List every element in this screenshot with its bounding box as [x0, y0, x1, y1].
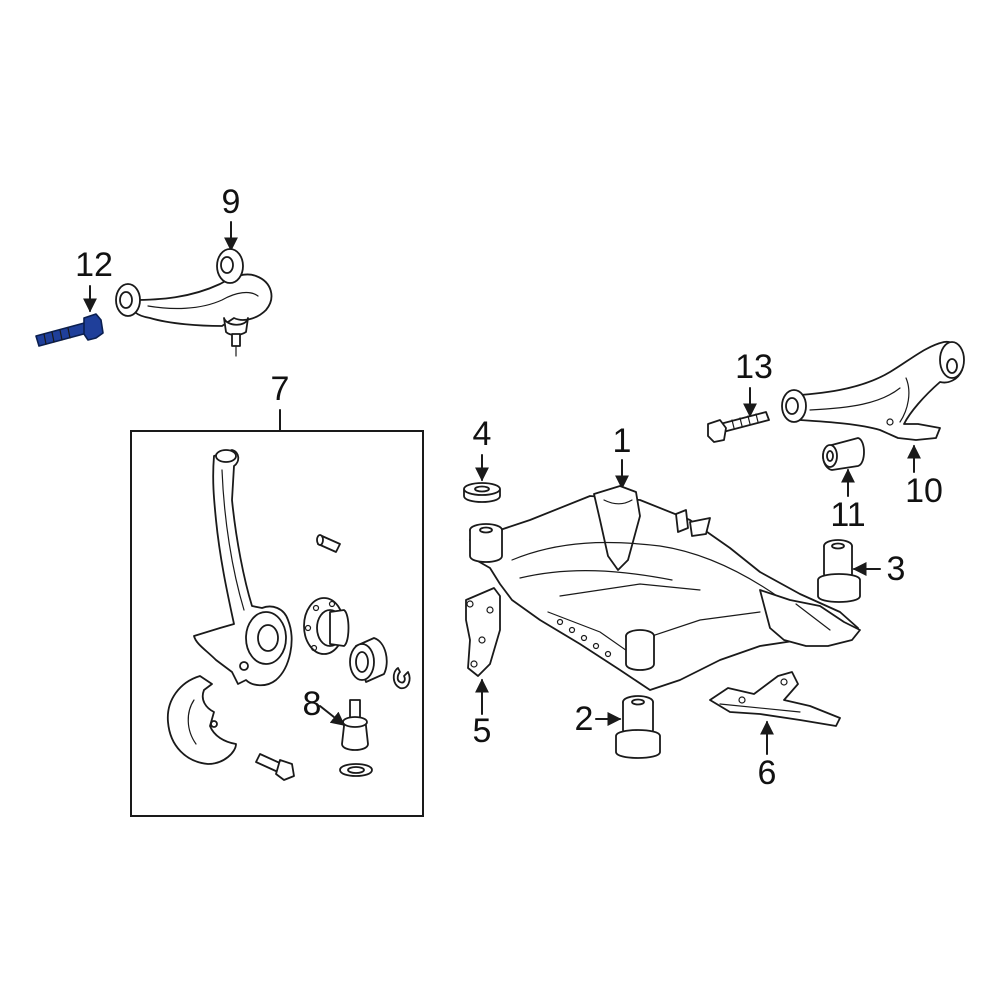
part-6-brace[interactable]: 6: [709, 671, 841, 792]
part-7-knuckle-kit[interactable]: 7: [130, 370, 424, 817]
wheel-bearing: [349, 637, 388, 683]
callout-12: 12: [75, 246, 113, 284]
dowel-pin: [316, 534, 341, 553]
leader-8: [319, 705, 346, 726]
callout-4: 4: [473, 415, 492, 453]
callout-10: 10: [905, 472, 943, 510]
dust-shield: [167, 675, 237, 765]
callout-8: 8: [303, 685, 322, 723]
callout-13: 13: [735, 348, 773, 386]
part-12-bolt[interactable]: 12: [35, 246, 113, 347]
part-10-lower-control-arm[interactable]: 10: [781, 341, 965, 510]
part-2-mount[interactable]: 2: [575, 695, 661, 759]
part-4-washer[interactable]: 4: [463, 415, 501, 503]
part-13-bolt[interactable]: 13: [707, 348, 773, 443]
part-3-mount[interactable]: 3: [817, 539, 906, 603]
callout-11: 11: [830, 496, 865, 534]
part-11-bushing[interactable]: 11: [822, 437, 866, 534]
subframe-shape: [469, 485, 861, 691]
part-1-subframe[interactable]: 1: [469, 422, 861, 691]
callout-6: 6: [758, 754, 777, 792]
callout-3: 3: [887, 550, 906, 588]
kit-bolt: [255, 753, 295, 781]
steering-knuckle: [193, 449, 293, 687]
part-5-bracket[interactable]: 5: [465, 587, 501, 750]
callout-1: 1: [613, 422, 632, 460]
callout-5: 5: [473, 712, 492, 750]
callout-2: 2: [575, 700, 594, 738]
bolt-12-shape: [35, 313, 104, 347]
part-8-ball-joint[interactable]: 8: [303, 685, 373, 777]
snap-ring: [392, 667, 411, 690]
callout-7: 7: [271, 370, 290, 408]
kit-box: [130, 430, 424, 817]
upper-arm-shape: [115, 248, 273, 357]
wheel-hub: [303, 597, 350, 655]
callout-9: 9: [222, 183, 241, 221]
part-9-upper-control-arm[interactable]: 9: [115, 183, 273, 357]
